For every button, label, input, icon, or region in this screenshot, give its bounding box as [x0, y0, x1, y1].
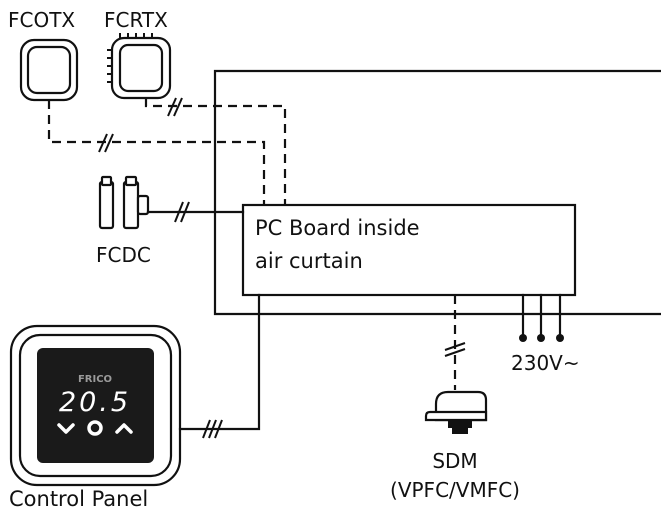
- fcotx-sensor: [19, 38, 79, 102]
- control-panel-wire-marks: [202, 419, 223, 439]
- fcrtx-wire-marks: [167, 97, 183, 117]
- fcrtx-label: FCRTX: [104, 8, 168, 32]
- control-panel-brand: FRICO: [78, 374, 112, 385]
- chevron-up-icon[interactable]: [115, 423, 133, 434]
- sdm-device: [424, 390, 488, 434]
- control-panel-temperature: 20.5: [59, 387, 131, 418]
- chevron-down-icon[interactable]: [57, 423, 75, 434]
- pc-board-label-line2: air curtain: [255, 249, 363, 273]
- pc-board-box: [241, 203, 577, 297]
- fcrtx-sensor: [107, 33, 172, 100]
- sdm-wire-marks: [444, 342, 466, 357]
- control-panel-label: Control Panel: [9, 487, 148, 511]
- fcdc-label: FCDC: [96, 243, 151, 267]
- control-panel-device: [9, 324, 182, 487]
- fcrtx-wire: [144, 98, 287, 205]
- sdm-sublabel: (VPFC/VMFC): [390, 478, 520, 502]
- control-panel-screen: [37, 348, 154, 463]
- fcotx-wire-marks: [98, 133, 114, 153]
- sdm-label: SDM: [432, 449, 477, 473]
- fcdc-wire-marks: [174, 201, 190, 223]
- power-button-icon[interactable]: [87, 420, 103, 436]
- power-wires: [521, 293, 562, 338]
- power-terminals: [519, 334, 564, 342]
- power-label: 230V~: [511, 351, 580, 375]
- air-curtain-outline: [213, 69, 661, 316]
- pc-board-label-line1: PC Board inside: [255, 216, 420, 240]
- fcdc-contact: [98, 175, 150, 230]
- fcotx-wire: [47, 100, 266, 205]
- fcotx-label: FCOTX: [8, 8, 75, 32]
